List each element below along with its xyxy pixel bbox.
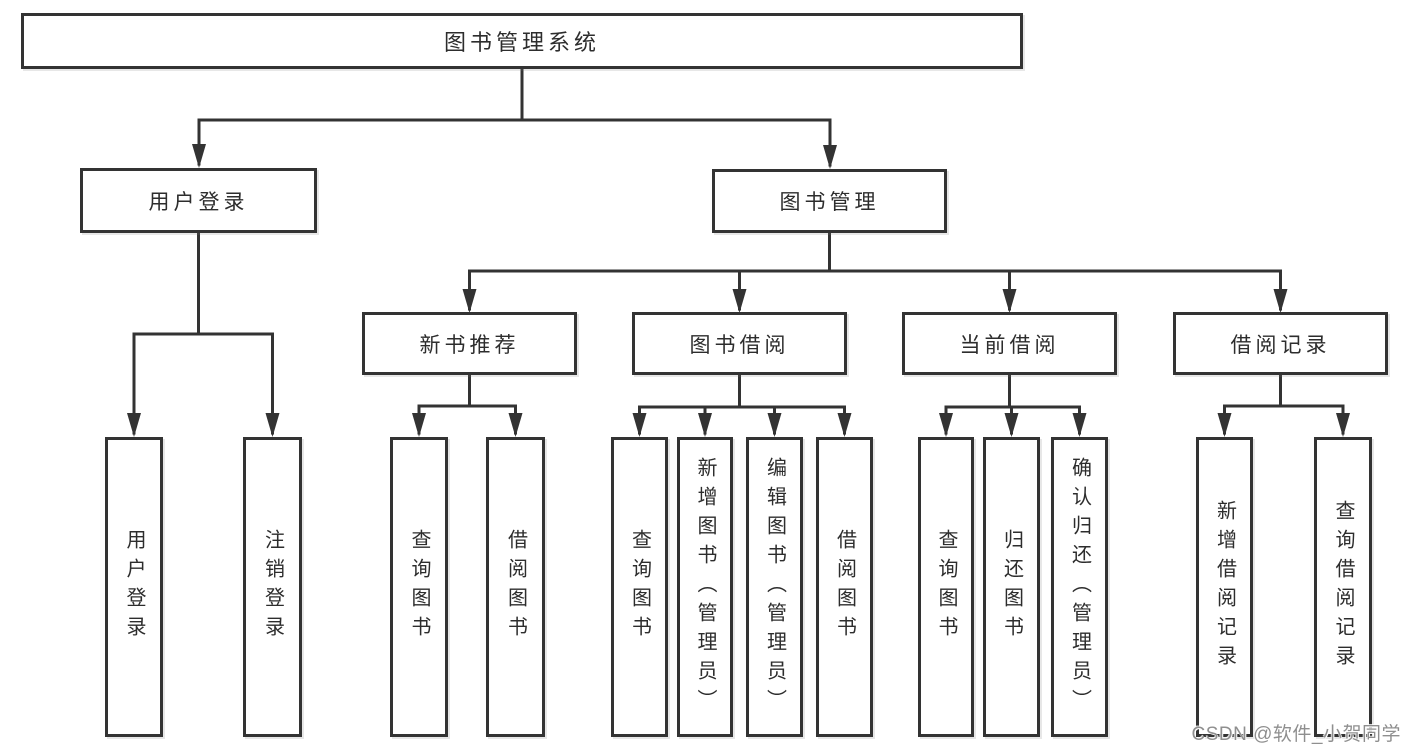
node-borrow-records: 借阅记录 [1173, 312, 1388, 375]
node-leaf-edit-books-admin: 编辑图书（管理员） [746, 437, 803, 737]
node-leaf-return-books: 归还图书 [983, 437, 1040, 737]
node-leaf-confirm-return-admin-label: 确认归还（管理员） [1068, 456, 1091, 718]
watermark: CSDN @软件_小贺同学 [1191, 724, 1401, 745]
node-leaf-query-books-3: 查询图书 [918, 437, 974, 737]
node-book-borrow-label: 图书借阅 [689, 333, 790, 357]
node-leaf-confirm-return-admin: 确认归还（管理员） [1051, 437, 1108, 737]
node-leaf-add-borrow-record-label: 新增借阅记录 [1213, 500, 1236, 674]
node-new-book-recommend: 新书推荐 [362, 312, 577, 375]
node-root-label: 图书管理系统 [443, 30, 600, 55]
node-leaf-logout: 注销登录 [243, 437, 302, 737]
node-leaf-borrow-books-1: 借阅图书 [486, 437, 545, 737]
node-leaf-add-books-admin: 新增图书（管理员） [677, 437, 733, 737]
node-current-borrow-label: 当前借阅 [959, 333, 1060, 357]
node-leaf-borrow-books-2: 借阅图书 [816, 437, 873, 737]
node-leaf-edit-books-admin-label: 编辑图书（管理员） [763, 456, 786, 718]
node-leaf-query-books-1-label: 查询图书 [408, 529, 430, 645]
node-new-book-recommend-label: 新书推荐 [419, 333, 520, 357]
arrowheads [127, 144, 1350, 437]
node-book-management: 图书管理 [712, 169, 947, 233]
node-leaf-return-books-label: 归还图书 [1000, 529, 1023, 645]
node-borrow-records-label: 借阅记录 [1230, 333, 1331, 357]
node-leaf-add-borrow-record: 新增借阅记录 [1196, 437, 1253, 737]
node-leaf-query-books-2-label: 查询图书 [628, 529, 651, 645]
node-leaf-query-books-2: 查询图书 [611, 437, 668, 737]
node-book-borrow: 图书借阅 [632, 312, 847, 375]
node-leaf-query-borrow-record: 查询借阅记录 [1314, 437, 1372, 737]
node-leaf-borrow-books-2-label: 借阅图书 [833, 529, 856, 645]
node-leaf-query-borrow-record-label: 查询借阅记录 [1332, 500, 1354, 674]
node-user-login: 用户登录 [80, 168, 317, 233]
node-leaf-add-books-admin-label: 新增图书（管理员） [694, 456, 716, 718]
node-leaf-borrow-books-1-label: 借阅图书 [504, 529, 527, 645]
node-leaf-user-login-label: 用户登录 [123, 529, 145, 645]
node-leaf-user-login: 用户登录 [105, 437, 163, 737]
node-root: 图书管理系统 [21, 13, 1023, 69]
node-leaf-logout-label: 注销登录 [261, 529, 284, 645]
node-leaf-query-books-1: 查询图书 [390, 437, 448, 737]
node-leaf-query-books-3-label: 查询图书 [935, 529, 957, 645]
node-book-management-label: 图书管理 [779, 191, 880, 214]
node-user-login-label: 用户登录 [148, 190, 249, 214]
node-current-borrow: 当前借阅 [902, 312, 1117, 375]
